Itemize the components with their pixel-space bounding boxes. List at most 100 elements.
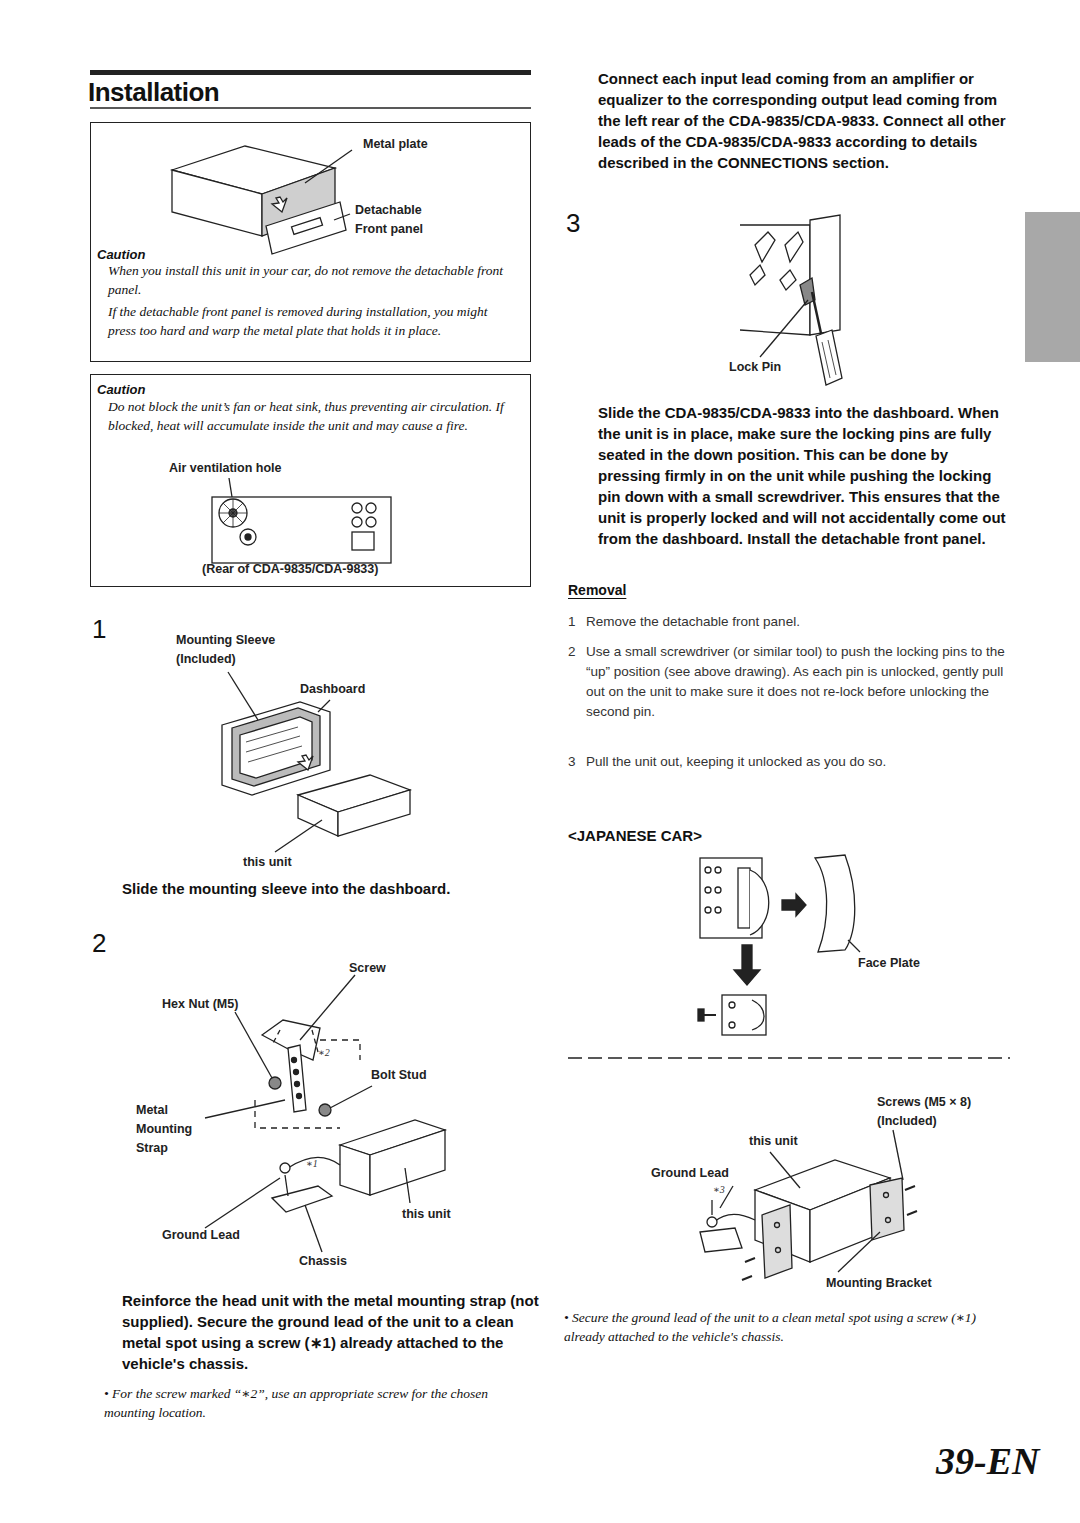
drawing-line: [334, 214, 350, 220]
caution-text: If the detachable front panel is removed…: [108, 302, 518, 340]
part-label: Mounting Sleeve (Included): [176, 631, 306, 669]
list-item: Remove the detachable front panel.: [586, 612, 1016, 632]
part-label: Chassis: [299, 1252, 347, 1271]
drawing-path: [815, 855, 855, 952]
drawing-line: [300, 975, 355, 1040]
drawing-path: [750, 870, 769, 935]
drawing-line: [90, 107, 531, 109]
drawing-path: [240, 717, 312, 778]
callout-mark: ∗3: [713, 1184, 725, 1196]
mounting-sleeve-figure: [222, 672, 410, 852]
part-label: Metal plate: [363, 135, 428, 154]
part-label: Face Plate: [858, 954, 920, 973]
step-number: 1: [92, 614, 106, 644]
part-label: Metal Mounting Strap: [136, 1101, 206, 1158]
list-number: 1: [568, 612, 576, 632]
drawing-path: [822, 340, 836, 378]
drawing-circle: [715, 867, 721, 873]
drawing-path: [272, 1186, 332, 1212]
drawing-path: [298, 795, 338, 836]
drawing-circle: [240, 529, 256, 545]
drawing-path: [714, 1214, 755, 1222]
step-number: 3: [566, 208, 580, 238]
drawing-circle: [269, 1077, 281, 1089]
section-heading: <JAPANESE CAR>: [568, 825, 702, 846]
part-label: Detachable Front panel: [355, 201, 455, 239]
drawing-path: [734, 945, 760, 985]
drawing-circle: [707, 1217, 717, 1227]
drawing-path: [246, 727, 302, 762]
instruction-text: Connect each input lead coming from an a…: [598, 68, 1018, 173]
note-text: • For the screw marked “∗2”, use an appr…: [104, 1384, 534, 1422]
drawing-path: [816, 330, 842, 385]
drawing-line: [893, 1130, 903, 1180]
drawing-path: [219, 499, 247, 527]
drawing-path: [700, 1228, 742, 1252]
drawing-rect: [722, 995, 766, 1035]
part-label: Air ventilation hole: [169, 459, 282, 478]
page-number: 39-EN: [936, 1440, 1039, 1482]
drawing-line: [229, 478, 232, 497]
part-label: Bolt Stud: [371, 1066, 427, 1085]
part-label: Mounting Bracket: [826, 1274, 932, 1293]
part-label: Hex Nut (M5): [162, 995, 238, 1014]
instruction-text: Reinforce the head unit with the metal m…: [122, 1290, 540, 1374]
unit-front-panel-figure: [172, 146, 352, 254]
drawing-path: [222, 702, 330, 795]
drawing-line: [760, 300, 808, 357]
drawing-circle: [715, 887, 721, 893]
part-label: Ground Lead: [162, 1226, 240, 1245]
drawing-path: [340, 1145, 370, 1195]
drawing-rect: [352, 532, 374, 550]
drawing-line: [812, 292, 822, 338]
drawing-circle: [705, 867, 711, 873]
drawing-circle: [729, 1022, 735, 1028]
drawing-circle: [884, 1193, 889, 1198]
drawing-circle: [886, 1218, 891, 1223]
drawing-line: [838, 1232, 880, 1272]
drawing-circle: [319, 1104, 331, 1116]
drawing-line: [318, 700, 330, 712]
drawing-path: [752, 1000, 764, 1030]
drawing-circle: [294, 1070, 299, 1075]
drawing-circle: [297, 1094, 302, 1099]
japanese-bracket-figure: [700, 1130, 917, 1280]
drawing-line: [405, 1168, 410, 1203]
drawing-path: [288, 1045, 306, 1112]
drawing-circle: [715, 907, 721, 913]
part-label: Screws (M5 × 8) (Included): [877, 1093, 997, 1131]
drawing-path: [266, 202, 346, 254]
drawing-line: [228, 672, 258, 720]
drawing-circle: [705, 887, 711, 893]
drawing-path: [810, 215, 840, 335]
drawing-line: [305, 1205, 322, 1252]
part-label: Screw: [349, 959, 386, 978]
list-number: 3: [568, 752, 576, 772]
drawing-line: [848, 940, 860, 952]
drawing-path: [272, 197, 287, 212]
drawing-path: [172, 170, 262, 236]
drawing-circle: [219, 499, 247, 527]
drawing-circle: [292, 1058, 297, 1063]
drawing-circle: [366, 503, 376, 513]
caution-heading: Caution: [97, 382, 145, 398]
part-label: this unit: [243, 853, 292, 872]
figure-caption: (Rear of CDA-9835/CDA-9833): [202, 560, 378, 579]
drawing-rect: [90, 70, 531, 75]
drawing-path: [762, 1205, 792, 1278]
drawing-line: [568, 1057, 1010, 1058]
drawing-path: [742, 1186, 917, 1280]
drawing-circle: [352, 503, 362, 513]
part-label: this unit: [749, 1132, 798, 1151]
part-label: Lock Pin: [729, 358, 781, 377]
lock-pin-figure: [740, 215, 842, 385]
caution-box: Metal plateDetachable Front panelCaution…: [90, 122, 531, 362]
callout-mark: ∗1: [306, 1158, 318, 1170]
drawing-line: [205, 1178, 280, 1228]
drawing-circle: [352, 517, 362, 527]
drawing-line: [770, 1152, 800, 1188]
note-text: • Secure the ground lead of the unit to …: [564, 1308, 1014, 1346]
drawing-path: [232, 708, 320, 786]
drawing-circle: [366, 517, 376, 527]
